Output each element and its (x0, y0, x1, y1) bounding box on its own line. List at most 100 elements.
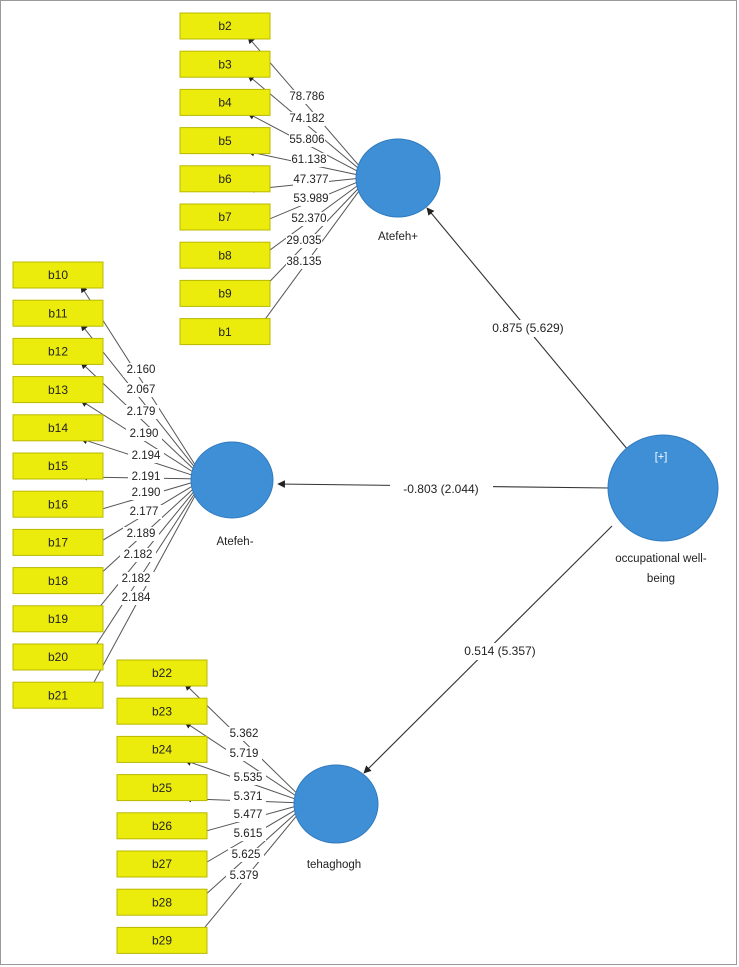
path-label-bg (390, 481, 493, 498)
indicator-label-b19: b19 (48, 612, 68, 626)
weight-label-bg (289, 90, 325, 104)
indicator-boxes: b2b3b4b5b6b7b8b9b1b10b11b12b13b14b15b16b… (12, 12, 271, 954)
latent-atefeh-plus[interactable] (355, 138, 441, 218)
indicator-label-b24: b24 (152, 743, 172, 757)
indicator-box-b21[interactable] (12, 681, 104, 709)
indicator-label-b20: b20 (48, 650, 68, 664)
weight-label-bg (286, 255, 322, 269)
weight-label-tehaghogh-0: 5.362 (230, 728, 259, 740)
indicator-label-b16: b16 (48, 497, 68, 511)
weight-label-atefeh_plus-1: 74.182 (289, 113, 324, 125)
latent-atefeh-minus[interactable] (190, 441, 274, 519)
weight-label-bg (226, 747, 262, 761)
latent-tehaghogh[interactable] (293, 764, 379, 844)
weight-label-tehaghogh-2: 5.535 (234, 772, 263, 784)
indicator-label-b9: b9 (218, 287, 232, 301)
weight-label-atefeh_minus-5: 2.191 (132, 471, 161, 483)
weight-label-bg (293, 192, 329, 206)
weight-label-atefeh_minus-3: 2.190 (130, 428, 159, 440)
weight-label-bg (230, 771, 266, 785)
latent-label-atefeh-plus: Atefeh+ (378, 231, 418, 243)
weight-label-bg (286, 234, 322, 248)
indicator-label-b23: b23 (152, 704, 172, 718)
weight-label-bg (291, 153, 327, 167)
latent-label-wellbeing-line2: being (647, 573, 675, 585)
indicator-box-b3[interactable] (179, 50, 271, 78)
indicator-box-b22[interactable] (116, 659, 208, 687)
weight-label-bg (123, 363, 159, 377)
weight-label-atefeh_minus-10: 2.182 (122, 573, 151, 585)
weight-label-atefeh_minus-4: 2.194 (132, 450, 161, 462)
indicator-box-b14[interactable] (12, 414, 104, 442)
indicator-box-b29[interactable] (116, 926, 208, 954)
indicator-label-b7: b7 (218, 210, 232, 224)
indicator-box-b25[interactable] (116, 774, 208, 802)
weight-label-tehaghogh-7: 5.379 (230, 870, 259, 882)
indicator-box-b23[interactable] (116, 697, 208, 725)
weight-label-bg (128, 449, 164, 463)
indicator-box-b17[interactable] (12, 528, 104, 556)
weight-label-bg (126, 505, 162, 519)
indicator-box-b9[interactable] (179, 279, 271, 307)
indicator-label-b5: b5 (218, 134, 232, 148)
indicator-label-b12: b12 (48, 345, 68, 359)
indicator-label-b15: b15 (48, 459, 68, 473)
indicator-label-b17: b17 (48, 536, 68, 550)
indicator-box-b20[interactable] (12, 643, 104, 671)
indicator-box-b19[interactable] (12, 605, 104, 633)
weight-label-bg (226, 727, 262, 741)
indicator-label-b2: b2 (218, 19, 232, 33)
indicator-box-b28[interactable] (116, 888, 208, 916)
weight-label-atefeh_plus-0: 78.786 (289, 91, 324, 103)
weight-label-bg (230, 808, 266, 822)
latent-label-wellbeing-line1: occupational well- (615, 553, 707, 565)
weight-label-bg (226, 869, 262, 883)
latent-occupational-well-being[interactable] (607, 434, 719, 542)
weight-label-bg (128, 470, 164, 484)
weight-label-bg (128, 486, 164, 500)
indicator-box-b24[interactable] (116, 735, 208, 763)
weight-label-tehaghogh-3: 5.371 (234, 791, 263, 803)
weight-label-bg (289, 112, 325, 126)
path-label-tehaghogh: 0.514 (5.357) (464, 644, 535, 658)
indicator-box-b16[interactable] (12, 490, 104, 518)
indicator-box-b4[interactable] (179, 88, 271, 116)
weight-label-atefeh_minus-2: 2.179 (127, 406, 156, 418)
indicator-box-b12[interactable] (12, 337, 104, 365)
indicator-box-b5[interactable] (179, 127, 271, 155)
path-label-bg (480, 320, 576, 337)
weight-label-bg (118, 591, 154, 605)
weight-label-tehaghogh-4: 5.477 (234, 809, 263, 821)
weight-label-bg (293, 173, 329, 187)
weight-label-bg (123, 405, 159, 419)
indicator-box-b27[interactable] (116, 850, 208, 878)
weight-label-atefeh_plus-3: 61.138 (291, 154, 326, 166)
weight-label-bg (123, 527, 159, 541)
indicator-box-b18[interactable] (12, 567, 104, 595)
indicator-label-b4: b4 (218, 96, 232, 110)
indicator-box-b6[interactable] (179, 165, 271, 193)
indicator-box-b15[interactable] (12, 452, 104, 480)
indicator-box-b10[interactable] (12, 261, 104, 289)
weight-label-bg (289, 133, 325, 147)
weight-label-bg (123, 383, 159, 397)
latent-label-atefeh-minus: Atefeh- (216, 536, 253, 548)
indicator-label-b6: b6 (218, 172, 232, 186)
indicator-box-b13[interactable] (12, 376, 104, 404)
indicator-box-b7[interactable] (179, 203, 271, 231)
indicator-box-b26[interactable] (116, 812, 208, 840)
latent-label-tehaghogh: tehaghogh (307, 859, 361, 871)
indicator-label-b26: b26 (152, 819, 172, 833)
indicator-box-b1[interactable] (179, 318, 271, 346)
weight-label-atefeh_plus-2: 55.806 (289, 134, 324, 146)
indicator-label-b18: b18 (48, 574, 68, 588)
indicator-box-b2[interactable] (179, 12, 271, 40)
weight-label-bg (118, 572, 154, 586)
indicator-box-b8[interactable] (179, 241, 271, 269)
indicator-box-b11[interactable] (12, 299, 104, 327)
expand-icon[interactable]: [+] (655, 451, 668, 463)
indicator-label-b11: b11 (48, 306, 67, 320)
indicator-label-b22: b22 (152, 666, 172, 680)
